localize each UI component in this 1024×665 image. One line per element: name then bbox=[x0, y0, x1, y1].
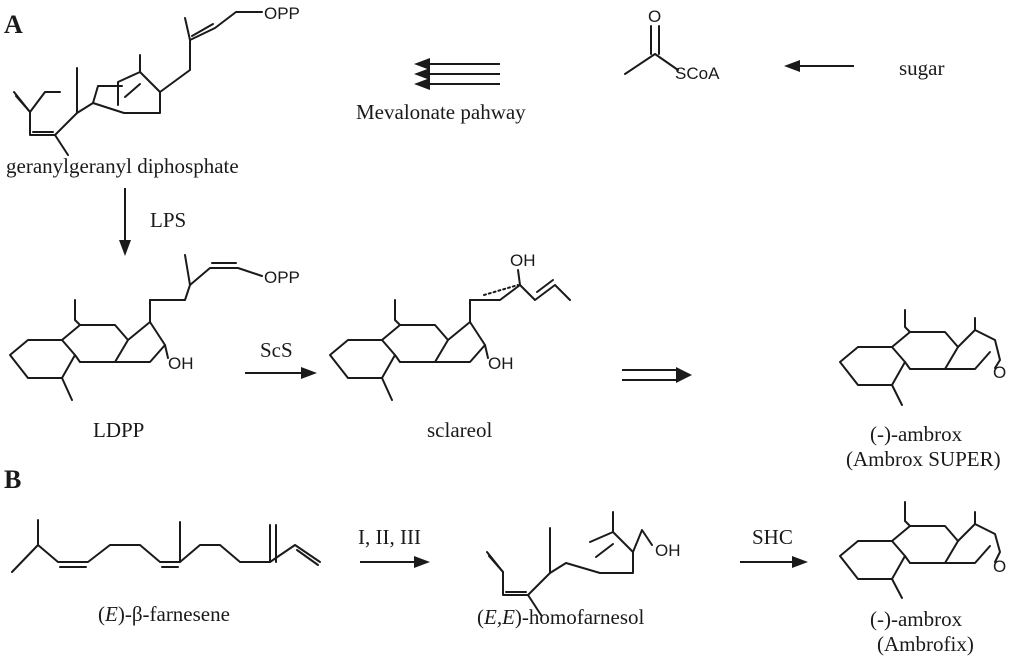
ldpp-opp-label: OPP bbox=[264, 268, 300, 287]
ambrofix-o-label: O bbox=[993, 557, 1006, 576]
iiiiii-label: I, II, III bbox=[358, 525, 421, 549]
farnesene-label: (E)-β-farnesene bbox=[98, 602, 230, 626]
ambrox-super-label-line1: (-)-ambrox bbox=[870, 422, 963, 446]
ggpp-label: geranylgeranyl diphosphate bbox=[6, 154, 239, 178]
homofarnesol-structure bbox=[486, 511, 653, 616]
shc-label: SHC bbox=[752, 525, 793, 549]
shc-arrow bbox=[740, 556, 808, 568]
ambrofix-structure bbox=[839, 501, 1001, 599]
panel-label-a: A bbox=[4, 10, 23, 39]
lps-arrow bbox=[119, 188, 131, 256]
sugar-arrow bbox=[784, 60, 854, 72]
scs-arrow bbox=[245, 367, 317, 379]
mevalonate-arrows bbox=[414, 58, 500, 90]
ldpp-oh-label: OH bbox=[168, 354, 194, 373]
ggpp-structure bbox=[13, 11, 263, 156]
ambrox-super-o-label: O bbox=[993, 363, 1006, 382]
panel-label-b: B bbox=[4, 465, 21, 494]
ambrox-super-label-line2: (Ambrox SUPER) bbox=[846, 447, 1001, 471]
ggpp-opp-label: OPP bbox=[264, 4, 300, 23]
farnesene-structure bbox=[11, 519, 321, 573]
mevalonate-label: Mevalonate pahway bbox=[356, 100, 526, 124]
sugar-label: sugar bbox=[899, 56, 945, 80]
acetyl-coa-structure bbox=[624, 25, 679, 75]
ldpp-structure bbox=[9, 254, 263, 401]
sclareol-oh-label: OH bbox=[488, 354, 514, 373]
homofarnesol-oh-label: OH bbox=[655, 541, 681, 560]
sclareol-label: sclareol bbox=[427, 418, 492, 442]
acetyl-coa-scoa-label: SCoA bbox=[675, 64, 720, 83]
lps-label: LPS bbox=[150, 208, 186, 232]
iiiiii-arrow bbox=[360, 556, 430, 568]
ldpp-label: LDPP bbox=[93, 418, 144, 442]
acetyl-coa-o-label: O bbox=[648, 7, 661, 26]
sclareol-to-ambrox-arrow bbox=[622, 367, 692, 383]
ambrofix-label-line2: (Ambrofix) bbox=[877, 632, 974, 656]
sclareol-structure bbox=[329, 269, 571, 401]
ambrofix-label-line1: (-)-ambrox bbox=[870, 607, 963, 631]
homofarnesol-label: (E,E)-homofarnesol bbox=[477, 605, 645, 629]
sclareol-oh-top-label: OH bbox=[510, 251, 536, 270]
ambrox-super-structure bbox=[839, 309, 1001, 406]
scs-label: ScS bbox=[260, 338, 293, 362]
